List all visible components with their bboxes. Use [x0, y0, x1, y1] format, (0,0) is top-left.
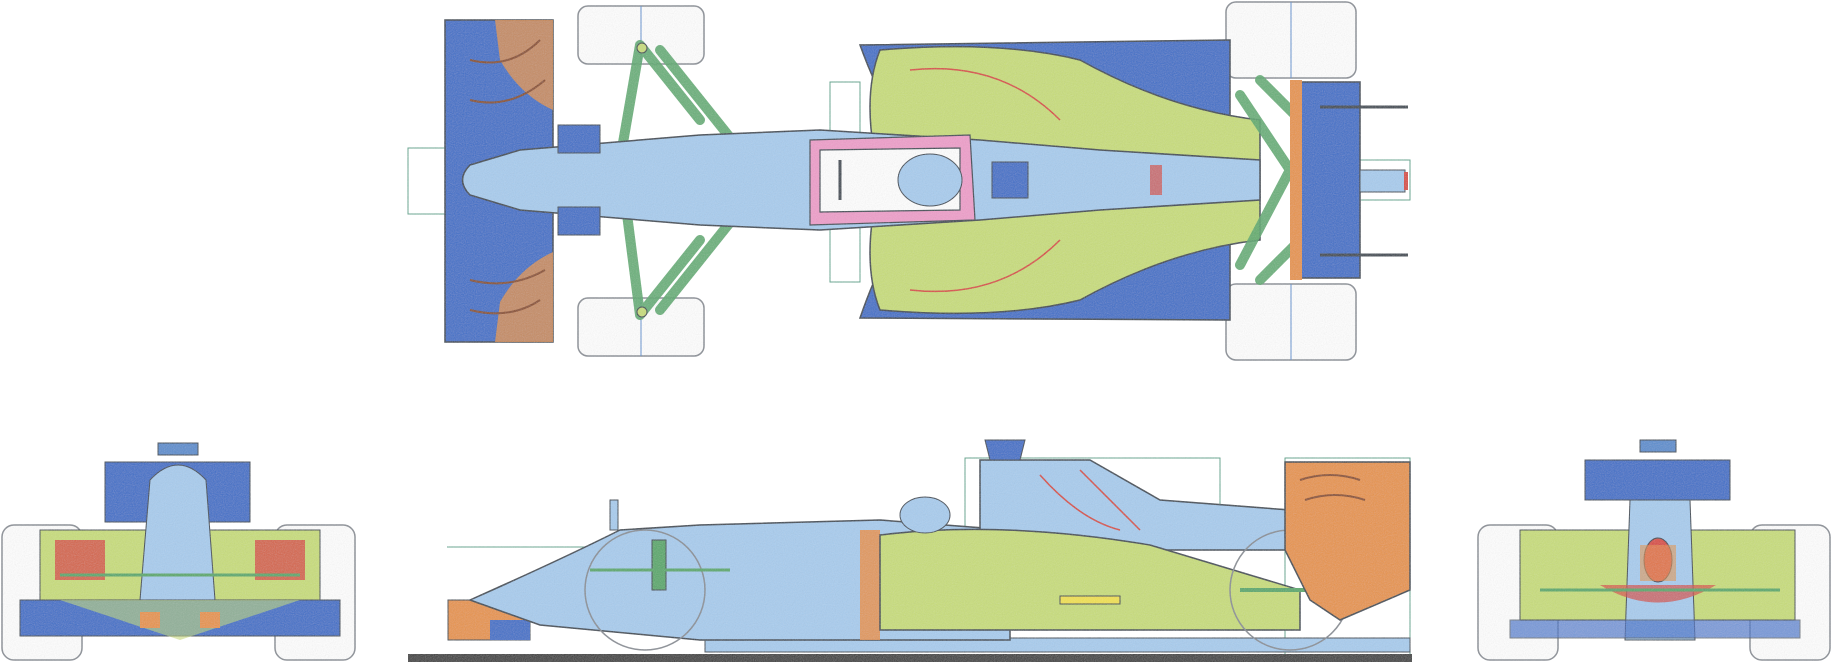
- driver-helmet: [897, 153, 963, 207]
- sidepod-red-line: [909, 67, 1061, 293]
- side-view-airbox: [984, 439, 1026, 461]
- side-view-front-upright: [651, 539, 667, 591]
- side-view-mirror: [609, 499, 619, 531]
- side-view-helmet: [899, 496, 951, 534]
- rear-view-diffuser: [1509, 619, 1801, 639]
- front-view-wing-flap: [60, 600, 300, 640]
- front-view: [0, 430, 360, 664]
- airbox: [991, 161, 1029, 199]
- front-view-chassis: [139, 464, 216, 601]
- front-view-radiator-inlet: [55, 540, 105, 580]
- front-view-camera: [157, 442, 199, 456]
- rear-wing: [1299, 81, 1361, 279]
- side-view-sidepod-inlet: [860, 530, 880, 640]
- side-view-drawing: [408, 439, 1412, 662]
- front-view-radiator-inlet: [255, 540, 305, 580]
- side-view-floor: [704, 637, 1411, 653]
- rear-view-gearbox: [1640, 545, 1676, 581]
- suspension-joint: [636, 42, 648, 54]
- engine-marker: [1150, 165, 1162, 195]
- front-view-endplate-mark: [140, 612, 160, 628]
- front-view-endplate-mark: [200, 612, 220, 628]
- front-view-drawing: [1, 442, 356, 661]
- top-view: [400, 0, 1420, 370]
- rear-view-camera: [1639, 439, 1677, 453]
- rain-light: [1404, 172, 1408, 190]
- front-brake-duct: [557, 124, 601, 154]
- rear-view-drawing: [1477, 439, 1831, 661]
- rear-wing-endplate: [1290, 80, 1302, 280]
- wing-element-lines: [469, 39, 546, 315]
- side-view-front-wheel: [584, 529, 706, 651]
- side-view-front-wing-flap: [490, 620, 530, 640]
- side-view-exhaust: [1059, 595, 1121, 605]
- side-view-red-lines: [1039, 469, 1141, 531]
- side-view-rear-wing-louvres: [1299, 474, 1366, 501]
- rear-view: [1470, 430, 1836, 664]
- top-view-drawing: [407, 1, 1411, 361]
- side-view: [400, 430, 1420, 664]
- suspension-joint: [636, 306, 648, 318]
- ground-line: [408, 654, 1412, 662]
- rear-crash-structure: [1359, 169, 1406, 193]
- front-brake-duct: [557, 206, 601, 236]
- rear-view-rear-wing: [1584, 459, 1731, 501]
- side-view-rear-wing-endplate: [1284, 461, 1411, 621]
